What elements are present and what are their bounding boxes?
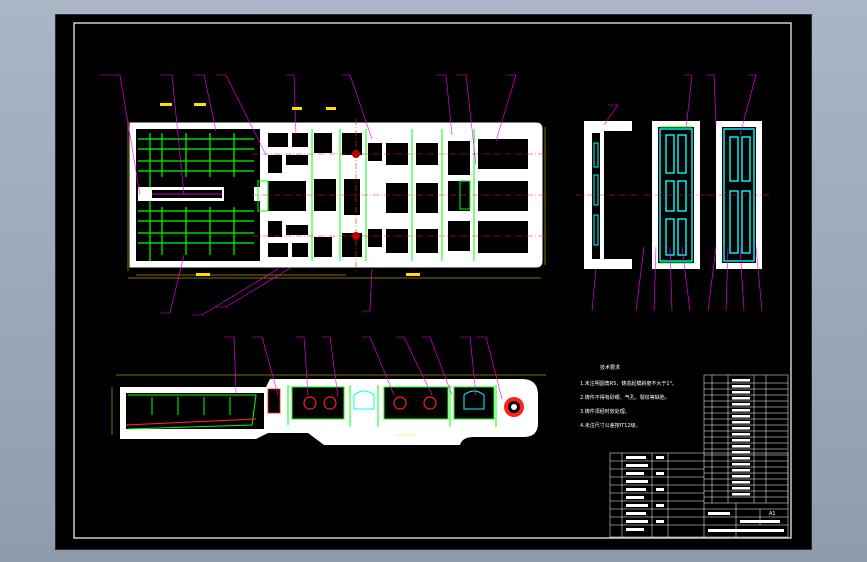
parts-list-text: [732, 403, 750, 406]
plan-leaders: [100, 74, 517, 316]
note-line: 1.未注明圆角R5，铸造起模斜度不大于1°。: [580, 380, 677, 387]
side-view-left: [576, 104, 638, 269]
parts-list-text: [732, 439, 750, 442]
technical-notes: 技术要求 1.未注明圆角R5，铸造起模斜度不大于1°。 2.铸件不得有砂眼、气孔…: [580, 364, 677, 429]
parts-list-text: [732, 391, 750, 394]
sheet-size: A1: [769, 511, 776, 517]
side-view-right: [708, 121, 770, 269]
parts-list-text: [732, 451, 750, 454]
parts-list-text: [732, 421, 750, 424]
side-leaders: [591, 74, 763, 312]
parts-list-text: [732, 427, 750, 430]
plan-view: [127, 119, 548, 279]
parts-list-text: [732, 463, 750, 466]
parts-list-text: [732, 457, 750, 460]
parts-list-text: [732, 481, 750, 484]
parts-list-text: [732, 487, 750, 490]
drawing-sheet: 技术要求 1.未注明圆角R5，铸造起模斜度不大于1°。 2.铸件不得有砂眼、气孔…: [73, 22, 792, 539]
notes-heading: 技术要求: [600, 364, 620, 371]
parts-list: [703, 374, 789, 504]
parts-list-text: [732, 415, 750, 418]
parts-list-text: [732, 397, 750, 400]
cad-viewport[interactable]: 技术要求 1.未注明圆角R5，铸造起模斜度不大于1°。 2.铸件不得有砂眼、气孔…: [55, 14, 812, 550]
parts-list-text: [732, 469, 750, 472]
parts-list-text: [732, 445, 750, 448]
parts-list-text: [732, 385, 750, 388]
parts-list-text: [732, 379, 750, 382]
note-line: 3.铸件须经时效处理。: [580, 408, 630, 415]
side-view-middle: [644, 121, 708, 269]
parts-list-text: [732, 409, 750, 412]
note-line: 2.铸件不得有砂眼、气孔、裂纹等缺陷。: [580, 394, 670, 401]
parts-list-text: [732, 493, 750, 496]
note-line: 4.未注尺寸公差按IT12级。: [580, 422, 641, 429]
parts-list-text: [732, 433, 750, 436]
parts-list-text: [732, 475, 750, 478]
plan-dimension-labels: [160, 103, 420, 276]
title-block-text: [626, 456, 784, 532]
drawing-frame: [73, 22, 792, 539]
elevation-view: [111, 374, 546, 445]
title-block: [609, 452, 789, 538]
elevation-leaders: [224, 336, 503, 400]
